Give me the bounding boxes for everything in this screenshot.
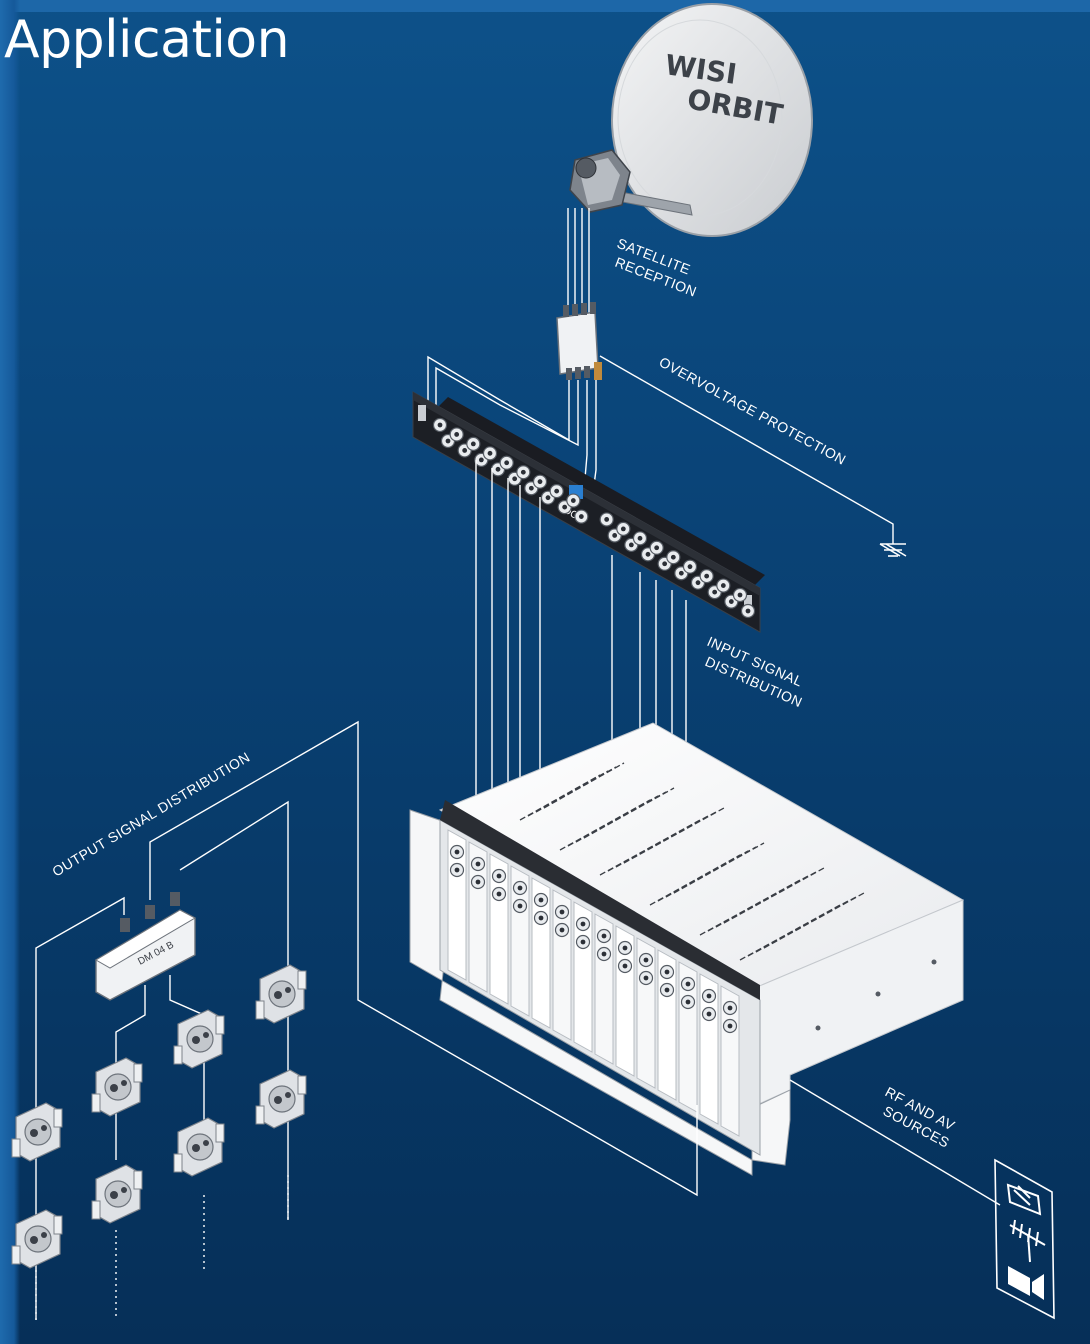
wall-outlet — [174, 1118, 224, 1176]
panel-connector — [684, 560, 697, 573]
module-connector — [703, 990, 716, 1003]
module-connector — [535, 894, 548, 907]
module-connector — [472, 876, 485, 889]
module-connector — [493, 888, 506, 901]
panel-connector — [734, 589, 747, 602]
distribution-panel: DC 2 — [413, 392, 765, 632]
wall-outlet — [256, 965, 306, 1023]
module-connector — [703, 1008, 716, 1021]
module-connector — [724, 1020, 737, 1033]
module-connector — [556, 906, 569, 919]
module-connector — [724, 1002, 737, 1015]
module-connector — [619, 960, 632, 973]
wall-outlet — [92, 1058, 142, 1116]
wall-outlet — [174, 1010, 224, 1068]
module-connector — [451, 864, 464, 877]
module-connector — [535, 912, 548, 925]
panel-connector — [600, 513, 613, 526]
panel-connector — [575, 510, 588, 523]
panel-connector — [634, 532, 647, 545]
panel-connector — [484, 447, 497, 460]
module-connector — [682, 996, 695, 1009]
panel-connector — [534, 475, 547, 488]
ground-symbol-icon — [880, 544, 906, 556]
module-connector — [661, 984, 674, 997]
panel-connector — [550, 485, 563, 498]
module-connector — [661, 966, 674, 979]
splitter-out-lines — [36, 975, 288, 1320]
antenna-icon — [1010, 1220, 1045, 1262]
wall-outlet — [12, 1210, 62, 1268]
label-overvoltage: OVERVOLTAGE PROTECTION — [657, 354, 849, 468]
wall-outlet — [92, 1165, 142, 1223]
satellite-dish-icon — [1008, 1185, 1040, 1214]
splitter: DM 04 B — [96, 892, 195, 1000]
module-connector — [556, 924, 569, 937]
headend-rack — [410, 723, 963, 1175]
panel-connector — [650, 541, 663, 554]
camera-icon — [1008, 1266, 1044, 1300]
module-connector — [577, 918, 590, 931]
panel-connector — [500, 456, 513, 469]
module-connector — [619, 942, 632, 955]
wall-outlet — [256, 1070, 306, 1128]
module-connector — [514, 900, 527, 913]
module-connector — [640, 954, 653, 967]
module-connector — [514, 882, 527, 895]
module-connector — [682, 978, 695, 991]
panel-connector — [434, 419, 447, 432]
module-connector — [472, 858, 485, 871]
page-title: Application — [4, 14, 289, 66]
module-connector — [451, 846, 464, 859]
wall-outlet — [12, 1103, 62, 1161]
module-connector — [598, 948, 611, 961]
panel-connector — [467, 437, 480, 450]
panel-connector — [700, 570, 713, 583]
wall-outlets — [12, 965, 306, 1268]
rf-av-sources-panel — [995, 1160, 1054, 1318]
panel-connector — [617, 522, 630, 535]
label-output: OUTPUT SIGNAL DISTRIBUTION — [49, 749, 252, 880]
dish-cables — [568, 208, 589, 315]
module-connector — [493, 870, 506, 883]
satellite-dish: WISI ORBIT — [570, 4, 812, 236]
overvoltage-protector — [557, 302, 602, 380]
panel-connector — [517, 466, 530, 479]
panel-connector — [567, 494, 580, 507]
panel-connector — [667, 551, 680, 564]
panel-connector — [742, 605, 755, 618]
panel-connector — [450, 428, 463, 441]
panel-connector — [717, 579, 730, 592]
module-connector — [640, 972, 653, 985]
module-connector — [598, 930, 611, 943]
module-connector — [577, 936, 590, 949]
